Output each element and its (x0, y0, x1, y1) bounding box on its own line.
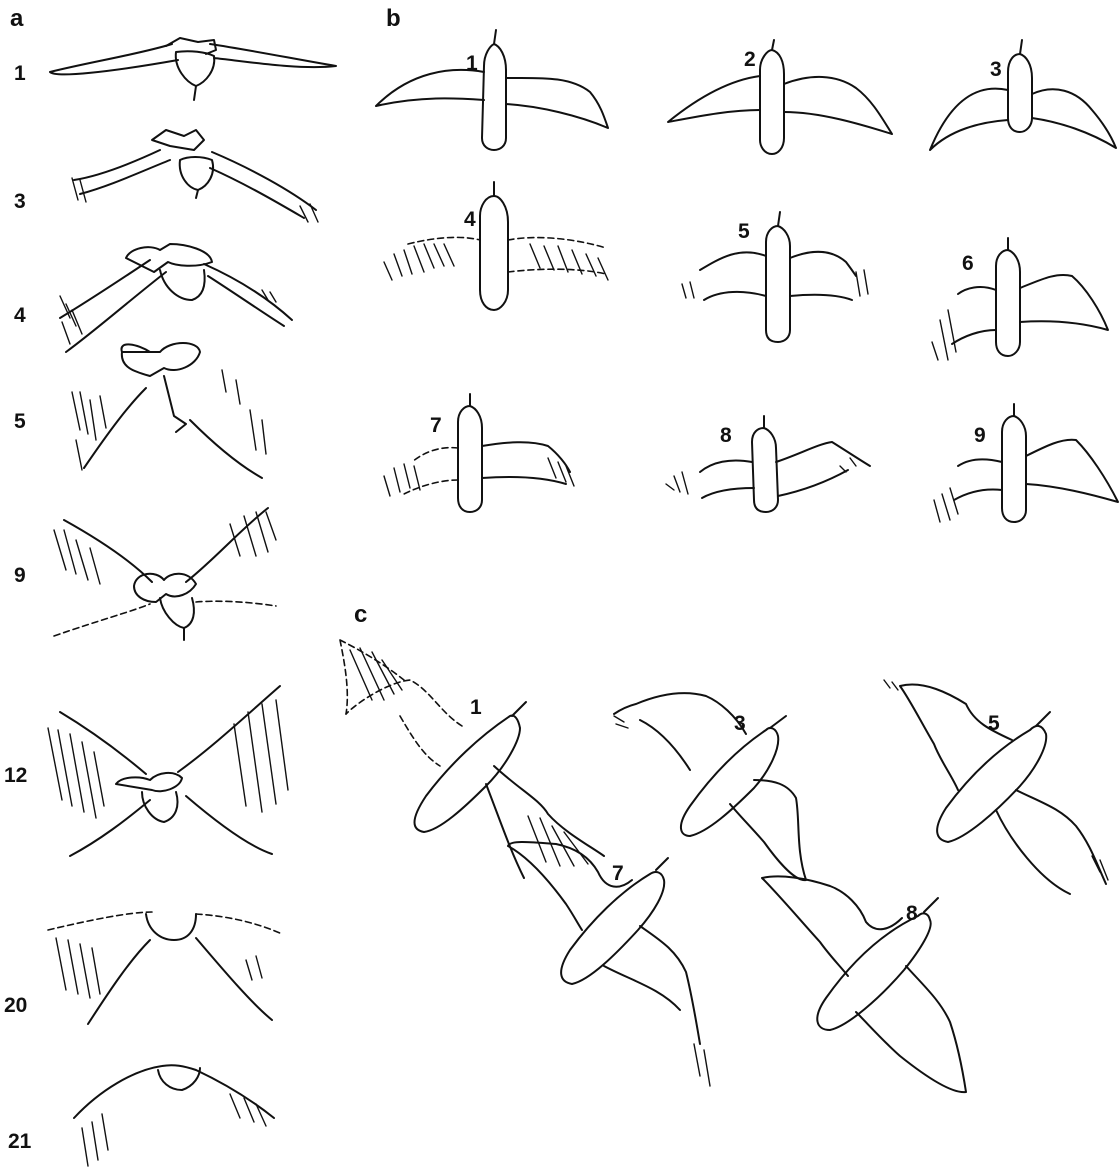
bird-sketch (384, 182, 608, 310)
panel-a-frame-label: 21 (8, 1130, 32, 1153)
panel-a-frame-label: 1 (14, 62, 26, 85)
panel-b-frame-label: 2 (744, 48, 756, 71)
bird-sketch (930, 40, 1116, 150)
bird-sketch (384, 394, 574, 512)
panel-label-b: b (386, 5, 401, 32)
panel-b-frame-label: 4 (464, 208, 476, 231)
bird-sketch (932, 238, 1108, 360)
panel-label-a: a (10, 5, 24, 32)
panel-b-frame-label: 9 (974, 424, 986, 447)
panel-a-drawings (48, 38, 336, 1166)
panel-b-frame-label: 7 (430, 414, 442, 437)
bird-sketch (60, 244, 292, 352)
panel-a-frame-label: 12 (4, 764, 27, 787)
panel-b-drawings (376, 30, 1118, 522)
bird-sketch (48, 912, 282, 1024)
bird-sketch (614, 693, 806, 880)
bird-sketch (48, 686, 288, 856)
panel-b-frame-labels: 1 2 3 4 5 6 7 8 9 (430, 48, 1002, 447)
panel-a-frame-label: 3 (14, 190, 26, 213)
panel-a-frame-label: 5 (14, 410, 26, 433)
bird-sketch (934, 404, 1118, 522)
panel-c-frame-label: 1 (470, 696, 482, 719)
panel-a-frame-labels: 1 3 4 5 9 12 20 21 (4, 62, 32, 1153)
bird-sketch (50, 38, 336, 100)
panel-label-c: c (354, 601, 367, 628)
panel-a-frame-label: 9 (14, 564, 26, 587)
panel-c-frame-label: 7 (612, 862, 624, 885)
panel-b-frame-label: 3 (990, 58, 1002, 81)
panel-b-frame-label: 5 (738, 220, 750, 243)
bird-sketch (666, 416, 870, 512)
bird-sketch (376, 30, 608, 150)
panel-a-frame-label: 20 (4, 994, 27, 1017)
panel-a-frame-label: 4 (14, 304, 26, 327)
panel-b-frame-label: 8 (720, 424, 732, 447)
panel-b-frame-label: 6 (962, 252, 974, 275)
bird-sketch (72, 343, 266, 478)
bird-sketch (762, 876, 966, 1092)
bird-sketch (668, 40, 892, 154)
bird-sketch (682, 212, 868, 342)
bird-sketch (74, 1065, 274, 1166)
bird-sketch (54, 508, 276, 640)
bird-sketch (508, 842, 710, 1086)
bird-sketch (72, 130, 318, 222)
panel-c-drawings (340, 640, 1108, 1092)
bird-sketch (340, 640, 604, 878)
